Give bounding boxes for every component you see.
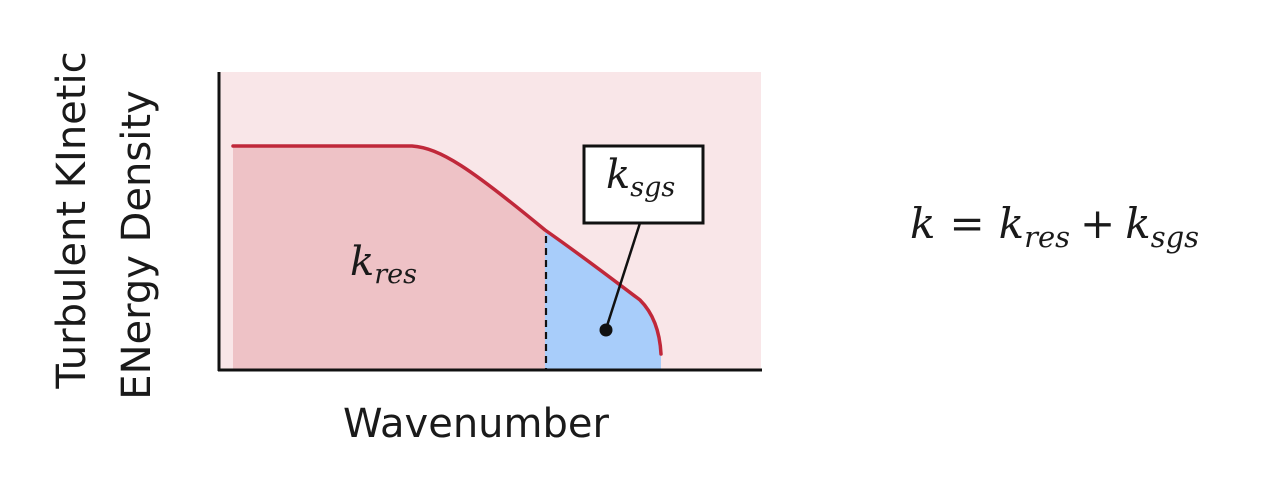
equation-plus: +: [1080, 199, 1115, 248]
equation-term1-base: k: [999, 199, 1024, 248]
callout-pointer-line: [604, 222, 642, 330]
callout-pointer-dot: [599, 323, 613, 337]
energy-equation: k=kres+ksgs: [910, 199, 1199, 254]
y-axis-title-line-1: Turbulent KInetic: [49, 51, 95, 389]
subgrid-callout-box: [582, 144, 705, 225]
y-axis-title-second: ENergy Density: [114, 90, 160, 399]
equation-text: k=kres+ksgs: [910, 199, 1199, 254]
equation-lhs: k: [910, 199, 935, 248]
resolved-label-base: k: [350, 239, 374, 285]
equation-term1-subscript: res: [1024, 220, 1070, 254]
subgrid-energy-region: [545, 230, 661, 369]
subgrid-energy-label: ksgs: [606, 152, 675, 203]
subgrid-label-base: k: [606, 152, 630, 198]
energy-spectrum-curve: [231, 144, 663, 356]
equation-equals: =: [949, 199, 984, 248]
resolved-energy-label: kres: [350, 239, 417, 290]
y-axis-title: Turbulent KInetic: [49, 51, 95, 389]
y-axis-title-line-2: ENergy Density: [114, 90, 160, 399]
resolved-label-subscript: res: [374, 259, 417, 290]
equation-term2-base: k: [1125, 199, 1150, 248]
equation-term2-subscript: sgs: [1151, 220, 1199, 254]
subgrid-label-subscript: sgs: [630, 172, 675, 203]
resolved-energy-region: [233, 146, 545, 369]
x-axis-title: Wavenumber: [343, 401, 609, 447]
